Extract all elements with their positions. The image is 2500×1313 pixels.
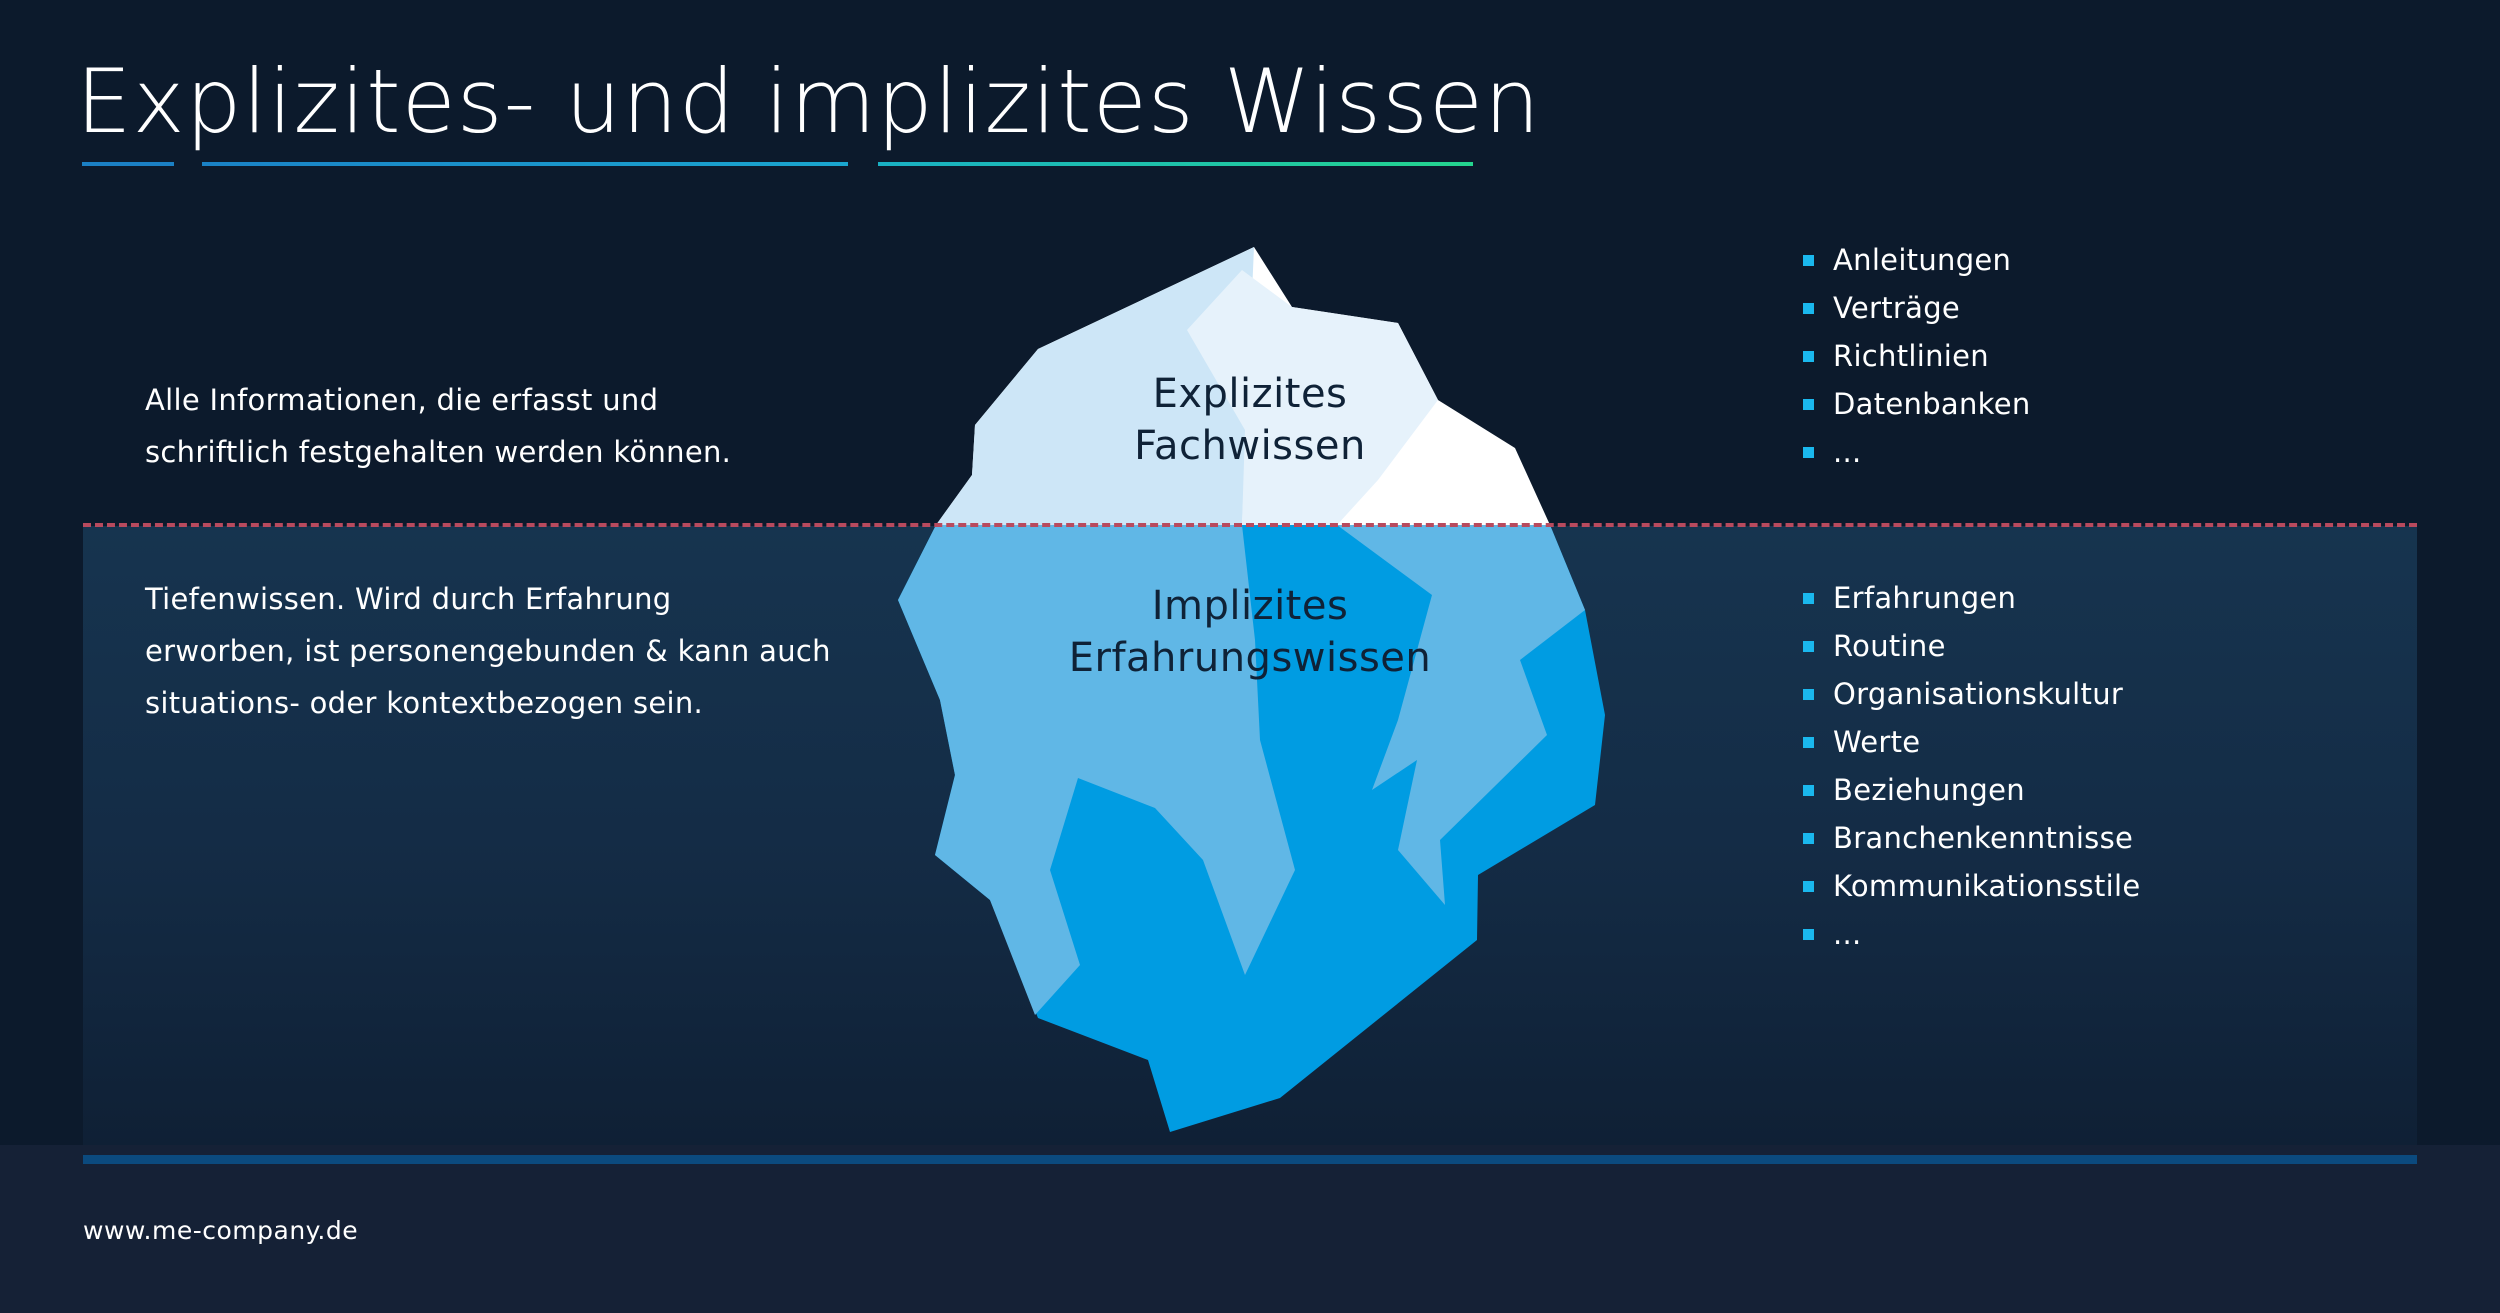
iceberg-above-mid-facet: [1187, 270, 1438, 525]
list-item: Werte: [1803, 718, 2140, 766]
bullet-square-icon: [1803, 929, 1814, 940]
bullet-square-icon: [1803, 689, 1814, 700]
footer: [0, 1145, 2500, 1313]
waterline-dashed: [83, 523, 2417, 527]
bullet-square-icon: [1803, 255, 1814, 266]
iceberg-above-light-facet: [936, 247, 1254, 525]
bullet-square-icon: [1803, 351, 1814, 362]
list-item: Datenbanken: [1803, 380, 2031, 428]
explicit-description: Alle Informationen, die erfasst und schr…: [145, 383, 732, 469]
list-item-label: Anleitungen: [1833, 243, 2012, 277]
list-item-label: Beziehungen: [1833, 773, 2025, 807]
title-underline-segment: [82, 162, 174, 166]
list-item-label: Verträge: [1833, 291, 1961, 325]
bullet-square-icon: [1803, 447, 1814, 458]
page-title: Explizites- und implizites Wissen: [76, 50, 1541, 153]
bullet-square-icon: [1803, 833, 1814, 844]
bullet-square-icon: [1803, 881, 1814, 892]
list-item: Routine: [1803, 622, 2140, 670]
footer-accent-bar: [83, 1155, 2417, 1164]
list-item-label: ...: [1833, 435, 1862, 469]
list-item-label: ...: [1833, 917, 1862, 951]
list-item: Beziehungen: [1803, 766, 2140, 814]
iceberg-above-label: Explizites Fachwissen: [1134, 371, 1366, 469]
bullet-square-icon: [1803, 303, 1814, 314]
list-item: ...: [1803, 428, 2031, 476]
list-item-label: Erfahrungen: [1833, 581, 2017, 615]
iceberg-underwater-facet-left: [898, 525, 1295, 1015]
list-item-label: Werte: [1833, 725, 1921, 759]
implicit-description: Tiefenwissen. Wird durch Erfahrung erwor…: [145, 582, 831, 720]
list-item-label: Datenbanken: [1833, 387, 2031, 421]
implicit-examples-list: Erfahrungen Routine Organisationskultur …: [1803, 574, 2140, 958]
list-item-label: Richtlinien: [1833, 339, 1989, 373]
footer-url: www.me-company.de: [83, 1216, 359, 1245]
list-item-label: Kommunikationsstile: [1833, 869, 2141, 903]
list-item-label: Organisationskultur: [1833, 677, 2124, 711]
iceberg-below-label: Implizites Erfahrungswissen: [1068, 583, 1432, 681]
list-item-label: Branchenkenntnisse: [1833, 821, 2134, 855]
list-item: ...: [1803, 910, 2140, 958]
explicit-examples-list: Anleitungen Verträge Richtlinien Datenba…: [1803, 236, 2031, 476]
list-item: Richtlinien: [1803, 332, 2031, 380]
iceberg-underwater-facet-right: [1337, 525, 1585, 905]
bullet-square-icon: [1803, 785, 1814, 796]
bullet-square-icon: [1803, 399, 1814, 410]
list-item: Kommunikationsstile: [1803, 862, 2140, 910]
bullet-square-icon: [1803, 737, 1814, 748]
list-item-label: Routine: [1833, 629, 1946, 663]
list-item: Verträge: [1803, 284, 2031, 332]
title-underline-segment: [202, 162, 848, 166]
bullet-square-icon: [1803, 641, 1814, 652]
list-item: Organisationskultur: [1803, 670, 2140, 718]
bullet-square-icon: [1803, 593, 1814, 604]
title-underline-segment: [878, 162, 1473, 166]
list-item: Erfahrungen: [1803, 574, 2140, 622]
list-item: Anleitungen: [1803, 236, 2031, 284]
list-item: Branchenkenntnisse: [1803, 814, 2140, 862]
